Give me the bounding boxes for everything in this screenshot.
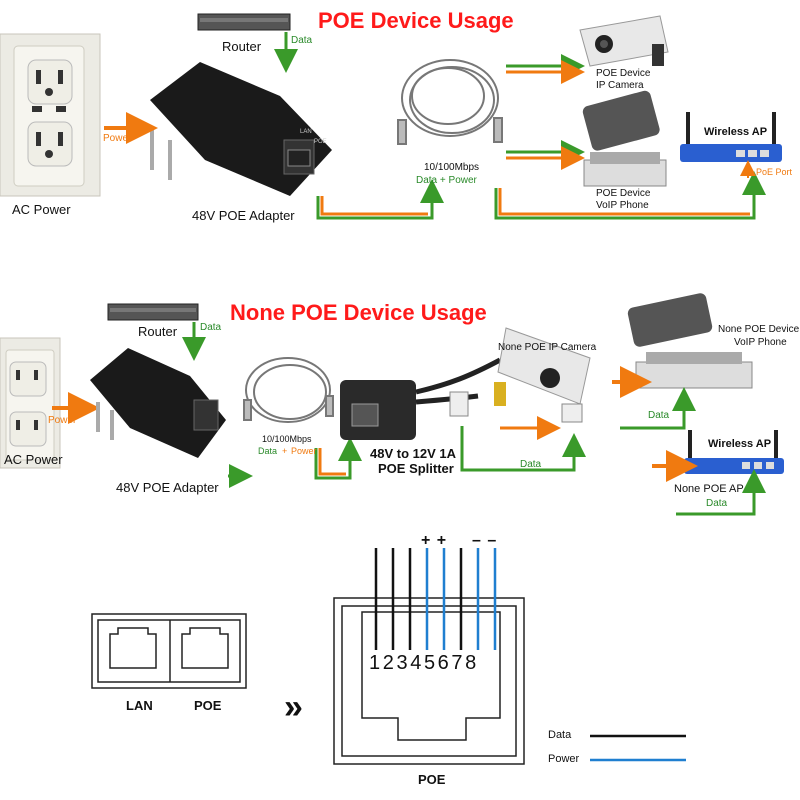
label-plus-marks: + + bbox=[421, 532, 448, 549]
pin-8: 8 bbox=[465, 652, 479, 674]
title-poe-device-usage: POE Device Usage bbox=[318, 8, 514, 33]
adapter-to-cable-green-top bbox=[316, 179, 444, 220]
label-cable-power-mid: Power bbox=[291, 446, 317, 456]
label-data-ap: Data bbox=[706, 498, 728, 509]
pin-2: 2 bbox=[382, 652, 397, 674]
label-data-phone: Data bbox=[648, 410, 670, 421]
wireless-ap-top bbox=[680, 112, 782, 162]
label-none-poe-ip-camera: None POE IP Camera bbox=[498, 342, 597, 353]
ip-camera-top bbox=[579, 15, 669, 67]
label-cable-data-mid: Data bbox=[258, 446, 278, 456]
label-adapter-top: 48V POE Adapter bbox=[192, 208, 295, 223]
adapter-port-lan-label: LAN bbox=[300, 129, 312, 135]
pin-7: 7 bbox=[451, 652, 466, 674]
poe-adapter-mid bbox=[90, 348, 226, 458]
arrow-to-ap-orange bbox=[498, 188, 750, 216]
label-splitter-line2: POE Splitter bbox=[378, 461, 454, 476]
adapter-to-cable-orange-top bbox=[320, 196, 428, 216]
pin-numbers: 12345678 bbox=[369, 652, 479, 675]
router-top bbox=[197, 13, 291, 31]
label-ip-camera-line2: IP Camera bbox=[596, 80, 644, 91]
router-mid bbox=[107, 303, 199, 321]
title-none-poe-device-usage: None POE Device Usage bbox=[230, 300, 487, 325]
label-cable-plus-mid: + bbox=[282, 446, 288, 456]
pin-3: 3 bbox=[396, 652, 411, 674]
label-wireless-ap-mid: Wireless AP bbox=[708, 438, 772, 450]
poe-adapter-top bbox=[150, 62, 332, 196]
label-voip-line2-top: VoIP Phone bbox=[596, 200, 649, 211]
wireless-ap-mid bbox=[684, 430, 784, 474]
arrow-to-phone-mid-data bbox=[620, 387, 696, 430]
label-splitter-line1: 48V to 12V 1A bbox=[370, 446, 456, 461]
label-none-poe-ap: None POE AP bbox=[674, 483, 744, 495]
label-data-camera: Data bbox=[520, 459, 542, 470]
pin-6: 6 bbox=[437, 652, 452, 674]
label-voip-line2-mid: VoIP Phone bbox=[734, 337, 787, 348]
label-poe-port-bottom: POE bbox=[194, 698, 222, 713]
pin-4: 4 bbox=[410, 652, 424, 674]
label-wireless-ap-top: Wireless AP bbox=[704, 126, 768, 138]
label-data-top: Data bbox=[291, 35, 313, 46]
arrow-to-ap-green bbox=[494, 171, 766, 220]
label-minus-marks: – – bbox=[472, 532, 498, 549]
label-router-top: Router bbox=[222, 39, 262, 54]
legend-data-label: Data bbox=[548, 729, 572, 741]
label-router-mid: Router bbox=[138, 324, 178, 339]
none-poe-ip-camera bbox=[497, 327, 591, 423]
label-ac-power-top: AC Power bbox=[12, 202, 71, 217]
rj45-jack-diagram bbox=[333, 597, 525, 765]
cable-to-splitter-orange bbox=[318, 448, 346, 476]
label-power-mid: Power bbox=[48, 415, 77, 426]
chevron-right-icon: » bbox=[284, 688, 303, 726]
lan-poe-jack-pair bbox=[91, 613, 247, 689]
poe-splitter bbox=[340, 357, 506, 440]
pin-1: 1 bbox=[369, 652, 383, 674]
legend-power-label: Power bbox=[548, 753, 580, 765]
label-poe-port: PoE Port bbox=[756, 167, 793, 177]
label-voip-line1-mid: None POE Device bbox=[718, 324, 800, 335]
ethernet-cable-top bbox=[397, 59, 503, 145]
wall-outlet-top bbox=[0, 33, 101, 197]
cable-to-splitter-green bbox=[314, 437, 362, 480]
voip-phone-top bbox=[582, 90, 667, 187]
pin-5: 5 bbox=[423, 652, 438, 674]
wall-outlet-mid bbox=[0, 337, 61, 469]
label-cable-data-power-top: Data + Power bbox=[416, 175, 477, 186]
label-adapter-mid: 48V POE Adapter bbox=[116, 480, 219, 495]
label-ac-power-mid: AC Power bbox=[4, 452, 63, 467]
splitter-to-camera-data bbox=[460, 426, 586, 472]
label-power-top: Power bbox=[103, 133, 132, 144]
label-lan: LAN bbox=[126, 698, 153, 713]
label-cable-speed-top: 10/100Mbps bbox=[424, 162, 480, 173]
label-poe-jack: POE bbox=[418, 772, 446, 787]
label-voip-line1-top: POE Device bbox=[596, 188, 651, 199]
rj45-wires bbox=[374, 548, 497, 650]
label-ip-camera-line1: POE Device bbox=[596, 68, 651, 79]
ethernet-cable-mid bbox=[243, 357, 334, 423]
arrow-to-ap-mid-data bbox=[676, 469, 766, 516]
label-cable-speed-mid: 10/100Mbps bbox=[262, 434, 312, 444]
label-data-mid: Data bbox=[200, 322, 222, 333]
adapter-port-poe-label: POE bbox=[314, 139, 327, 145]
